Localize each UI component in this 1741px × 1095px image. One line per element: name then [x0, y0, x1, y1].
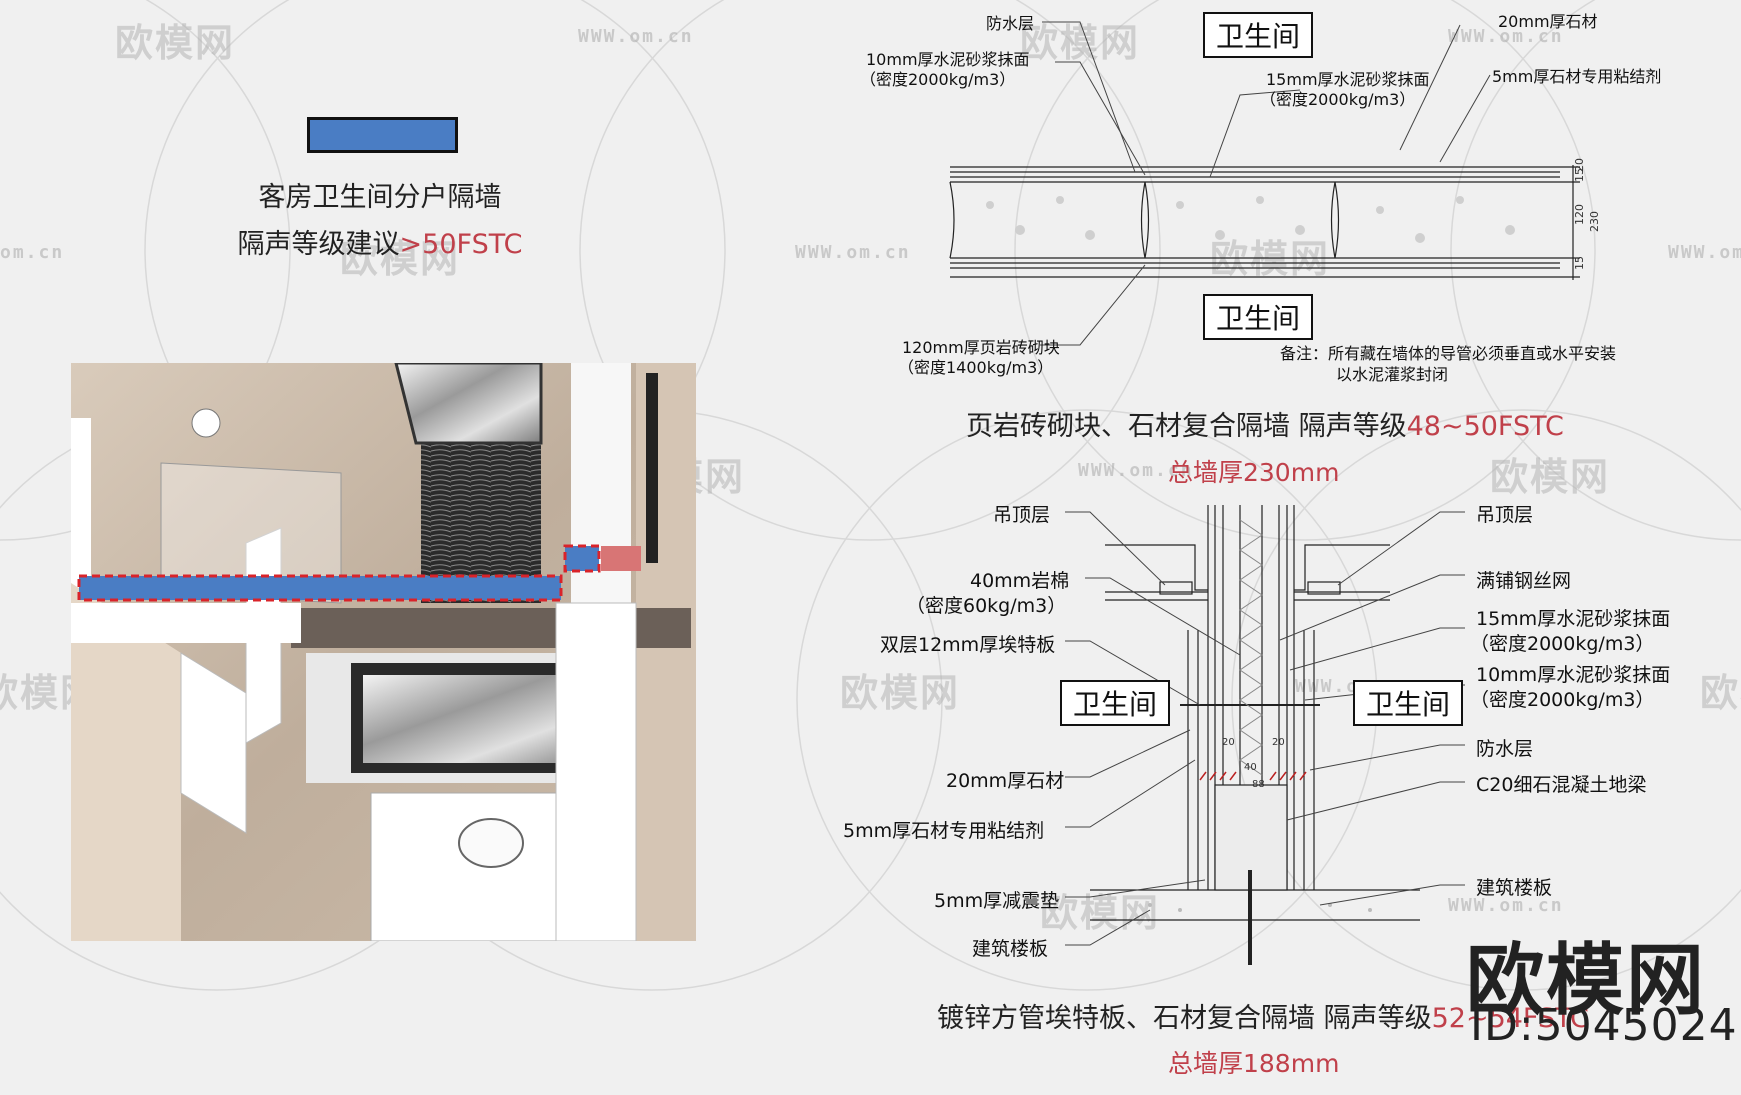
- watermark-url: WWW.om.cn: [578, 26, 694, 47]
- partition-legend-swatch: [307, 117, 458, 153]
- fiber-cement-wall-section-drawing: 20 40 20 88: [1090, 505, 1420, 965]
- label-fiber-cement-board: 双层12mm厚埃特板: [880, 634, 1056, 656]
- brand-logo-text: 欧模网: [1466, 936, 1707, 1026]
- shale-wall-section-drawing: 20 15 120 15 230: [949, 21, 1601, 346]
- section2-leader-lines: [1065, 511, 1465, 946]
- section2-caption: 镀锌方管埃特板、石材复合隔墙 隔声等级52~54FSTC: [937, 1003, 1589, 1034]
- dim-label: 88: [1252, 779, 1265, 790]
- label-slab-left: 建筑楼板: [972, 938, 1049, 960]
- label-mortar15: 15mm厚水泥砂浆抹面: [1266, 70, 1430, 89]
- section1-total-thickness: 总墙厚230mm: [1168, 458, 1340, 487]
- brand-id-text: ID:5045024: [1470, 1000, 1738, 1051]
- room-tag-bathroom-left: 卫生间: [1060, 680, 1170, 726]
- note-line-1: 备注：所有藏在墙体的导管必须垂直或水平安装: [1280, 344, 1617, 363]
- watermark-logo: 欧模网: [1020, 21, 1141, 65]
- label-waterproof-right: 防水层: [1476, 738, 1534, 760]
- dim-label: 15: [1573, 168, 1586, 182]
- label-rockwool: 40mm岩棉: [970, 570, 1070, 592]
- bathroom-render-image: [71, 363, 696, 941]
- section2-total-thickness: 总墙厚188mm: [1168, 1049, 1340, 1078]
- watermark-url: om.cn: [0, 242, 65, 263]
- label-mortar15-right-density: （密度2000kg/m3）: [1470, 633, 1655, 655]
- watermark-url: WWW.om.cn: [1448, 895, 1564, 916]
- label-adhesive5-left: 5mm厚石材专用粘结剂: [843, 820, 1045, 842]
- label-concrete-beam: C20细石混凝土地梁: [1476, 774, 1647, 796]
- label-steel-mesh: 满铺钢丝网: [1476, 570, 1572, 592]
- dim-label: 20: [1222, 737, 1235, 748]
- room-tag-bathroom-right: 卫生间: [1353, 680, 1463, 726]
- label-mortar10-density: （密度2000kg/m3）: [860, 70, 1016, 89]
- label-ceiling-right: 吊顶层: [1476, 504, 1534, 526]
- label-adhesive5: 5mm厚石材专用粘结剂: [1492, 67, 1662, 86]
- watermark-logo: 欧模网: [1490, 455, 1611, 499]
- label-waterproof: 防水层: [986, 14, 1035, 33]
- watermark-logo: 欧模网: [115, 21, 236, 65]
- dim-label: 20: [1272, 737, 1285, 748]
- label-mortar10: 10mm厚水泥砂浆抹面: [866, 50, 1030, 69]
- label-shale-density: （密度1400kg/m3）: [898, 358, 1054, 377]
- dim-label: 20: [1573, 158, 1586, 172]
- label-slab-right: 建筑楼板: [1476, 877, 1553, 899]
- dim-label: 120: [1573, 204, 1586, 225]
- legend-rating: 隔声等级建议>50FSTC: [237, 229, 523, 260]
- watermark-url: WWW.om.cn: [795, 242, 911, 263]
- watermark-logo: 欧模网: [1700, 671, 1741, 715]
- label-mortar10-right-density: （密度2000kg/m3）: [1470, 689, 1655, 711]
- dim-label: 230: [1588, 211, 1601, 232]
- room-tag-bathroom-bottom: 卫生间: [1203, 294, 1313, 340]
- watermark-url: WWW.om.cn: [1448, 26, 1564, 47]
- dim-label: 15: [1573, 256, 1586, 270]
- note-line-2: 以水泥灌浆封闭: [1336, 365, 1449, 384]
- label-stone20-left: 20mm厚石材: [946, 770, 1065, 792]
- watermark-url: WWW.om.cn: [1078, 460, 1194, 481]
- watermark-url: WWW.om.cn: [1668, 242, 1741, 263]
- watermark-logo: 欧模网: [340, 237, 461, 281]
- label-shale-block: 120mm厚页岩砖砌块: [902, 338, 1060, 357]
- section1-caption: 页岩砖砌块、石材复合隔墙 隔声等级48~50FSTC: [966, 411, 1564, 442]
- watermark-logo: 欧模网: [840, 671, 961, 715]
- label-mortar10-right: 10mm厚水泥砂浆抹面: [1476, 664, 1671, 686]
- watermark-logo: 欧模网: [1040, 891, 1161, 935]
- label-mortar15-density: （密度2000kg/m3）: [1260, 90, 1416, 109]
- label-mortar15-right: 15mm厚水泥砂浆抹面: [1476, 608, 1671, 630]
- label-damping-pad: 5mm厚减震垫: [934, 890, 1060, 912]
- label-stone20: 20mm厚石材: [1498, 12, 1598, 31]
- legend-title: 客房卫生间分户隔墙: [258, 182, 502, 213]
- label-ceiling-left: 吊顶层: [993, 504, 1051, 526]
- watermark-logo: 欧模网: [1210, 237, 1331, 281]
- label-rockwool-density: （密度60kg/m3）: [906, 595, 1067, 617]
- dim-label: 40: [1244, 762, 1257, 773]
- room-tag-bathroom-top: 卫生间: [1203, 12, 1313, 58]
